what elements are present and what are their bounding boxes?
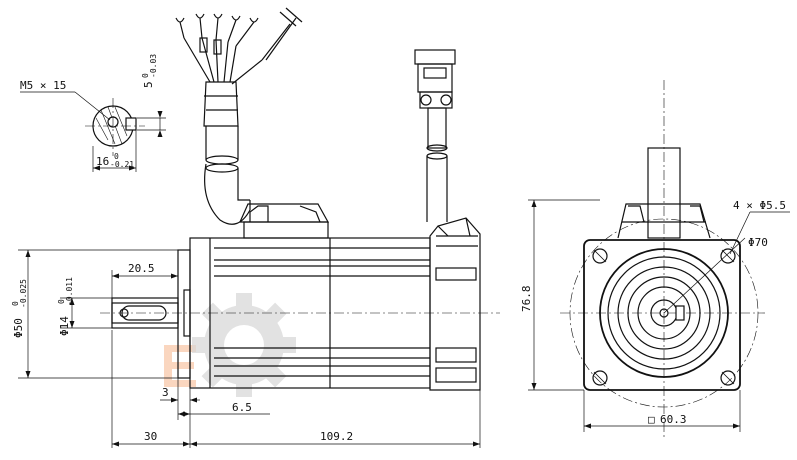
body-length-label: 109.2	[320, 430, 353, 443]
square-label: 60.3	[660, 413, 687, 426]
flange-dia-label: Φ50	[12, 318, 25, 338]
shaft-end-view	[20, 91, 166, 172]
shaft-dia-tol-upper: 0	[57, 299, 66, 304]
flange-thickness-label: 3	[162, 386, 169, 399]
flange-dia-tol-lower: -0.025	[19, 279, 28, 308]
mount-holes-label: 4 × Φ5.5	[733, 199, 786, 212]
encoder-cable	[414, 49, 456, 222]
key-height-label: 16	[96, 155, 109, 168]
key-width-tol-upper: 0	[141, 73, 150, 78]
power-cable	[175, 7, 303, 225]
key-height-tol-lower: -0.21	[110, 160, 134, 169]
shaft-total-label: 30	[144, 430, 157, 443]
arrowheads	[25, 111, 740, 447]
shaft-dia-label: Φ14	[58, 316, 71, 336]
pilot-length-label: 6.5	[232, 401, 252, 414]
watermark-logo	[164, 293, 296, 397]
shaft-dia-tol-lower: -0.011	[65, 277, 74, 306]
square-symbol: □	[648, 413, 655, 426]
motor-front-view	[528, 80, 790, 440]
shaft-length-label: 20.5	[128, 262, 155, 275]
thread-label: M5 × 15	[20, 79, 66, 92]
key-height-tol-upper: 0	[114, 152, 119, 161]
height-label: 76.8	[520, 286, 533, 313]
flange-dia-tol-upper: 0	[11, 301, 20, 306]
key-width-tol-lower: -0.03	[149, 54, 158, 78]
key-width-label: 5	[142, 81, 155, 88]
pcd-label: Φ70	[748, 236, 768, 249]
motor-side-view	[100, 203, 500, 391]
